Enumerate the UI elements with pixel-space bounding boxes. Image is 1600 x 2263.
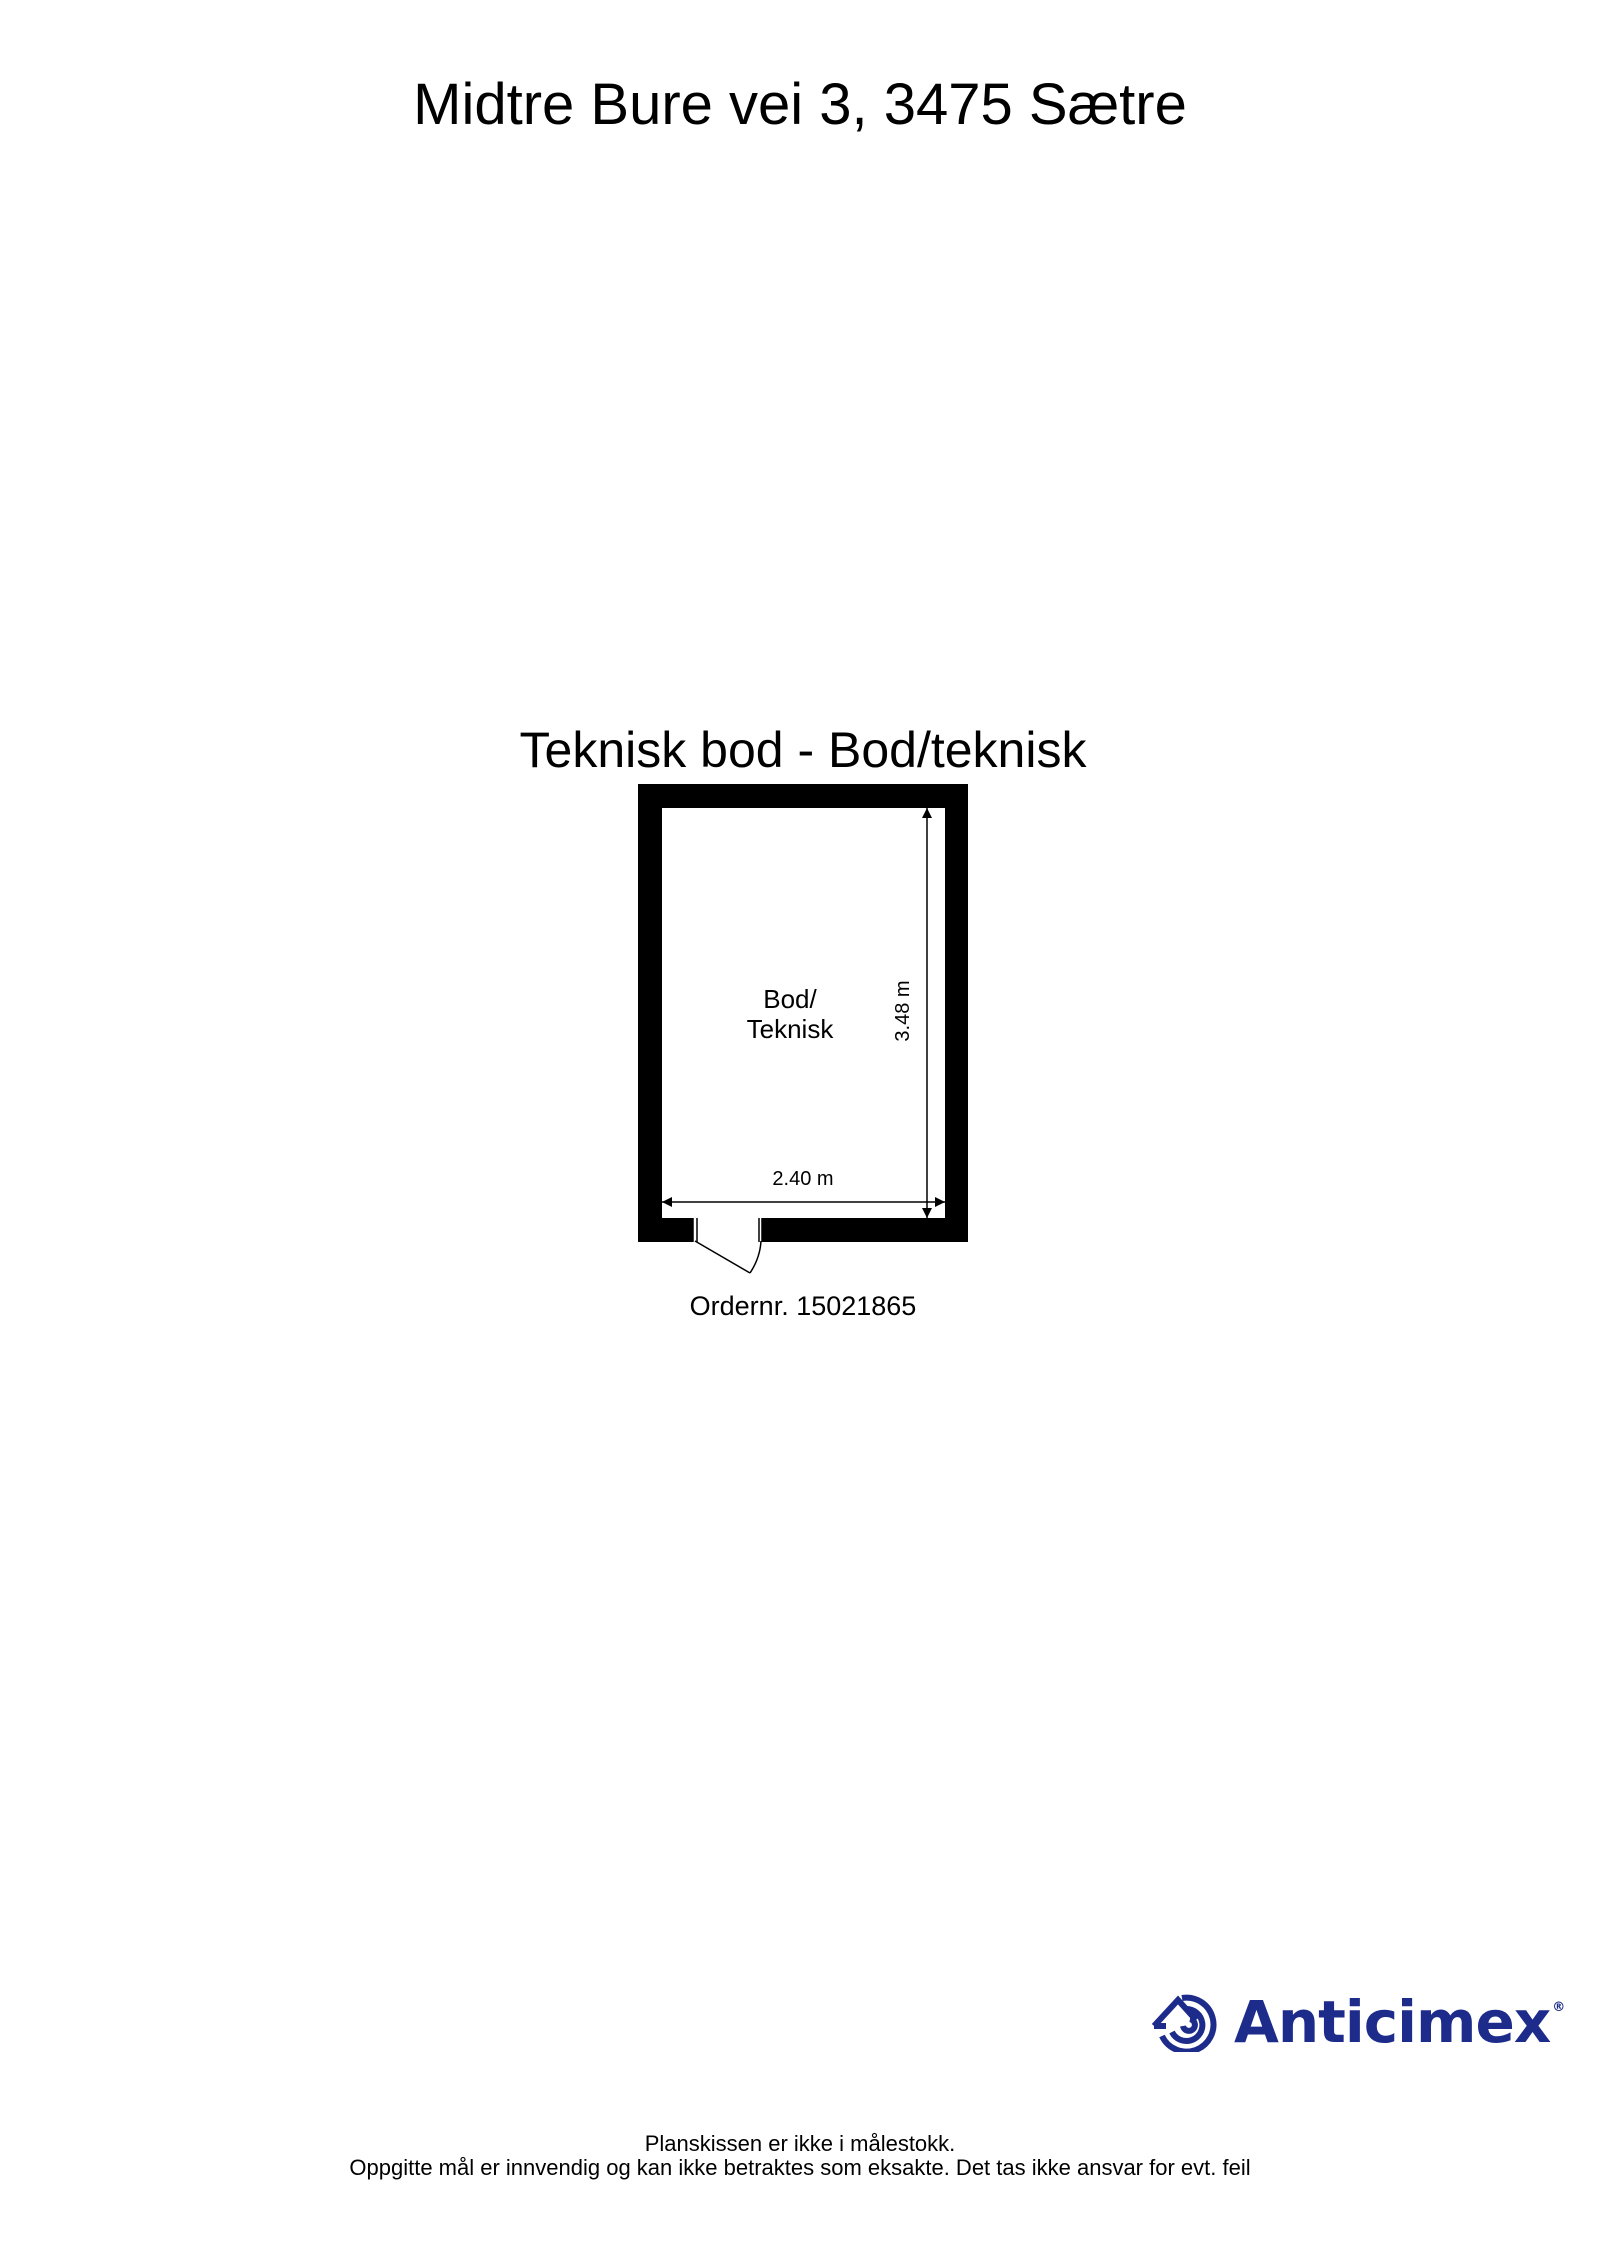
- address-title: Midtre Bure vei 3, 3475 Sætre: [413, 72, 1187, 137]
- registered-mark: ®: [1552, 2000, 1565, 2015]
- order-number: Ordernr. 15021865: [689, 1291, 917, 1321]
- door-symbol: [692, 1218, 763, 1274]
- room-label: Bod/ Teknisk: [690, 984, 890, 1044]
- anticimex-logo: Anticimex®: [1152, 1988, 1565, 2056]
- room-name-line1: Bod/: [763, 984, 817, 1014]
- width-dimension-label: 2.40 m: [772, 1168, 834, 1190]
- floor-plan-title: Teknisk bod - Bod/teknisk: [519, 722, 1087, 778]
- disclaimer-line2: Oppgitte mål er innvendig og kan ikke be…: [349, 2155, 1251, 2180]
- walls: [638, 784, 968, 1242]
- anticimex-house-target-icon: [1152, 1994, 1217, 2052]
- length-dimension-label: 3.48 m: [892, 980, 914, 1042]
- room-name-line2: Teknisk: [746, 1014, 834, 1044]
- disclaimer: Planskissen er ikke i målestokk. Oppgitt…: [0, 2132, 1600, 2180]
- disclaimer-line1: Planskissen er ikke i målestokk.: [644, 2131, 956, 2156]
- anticimex-logo-text: Anticimex®: [1234, 1988, 1565, 2056]
